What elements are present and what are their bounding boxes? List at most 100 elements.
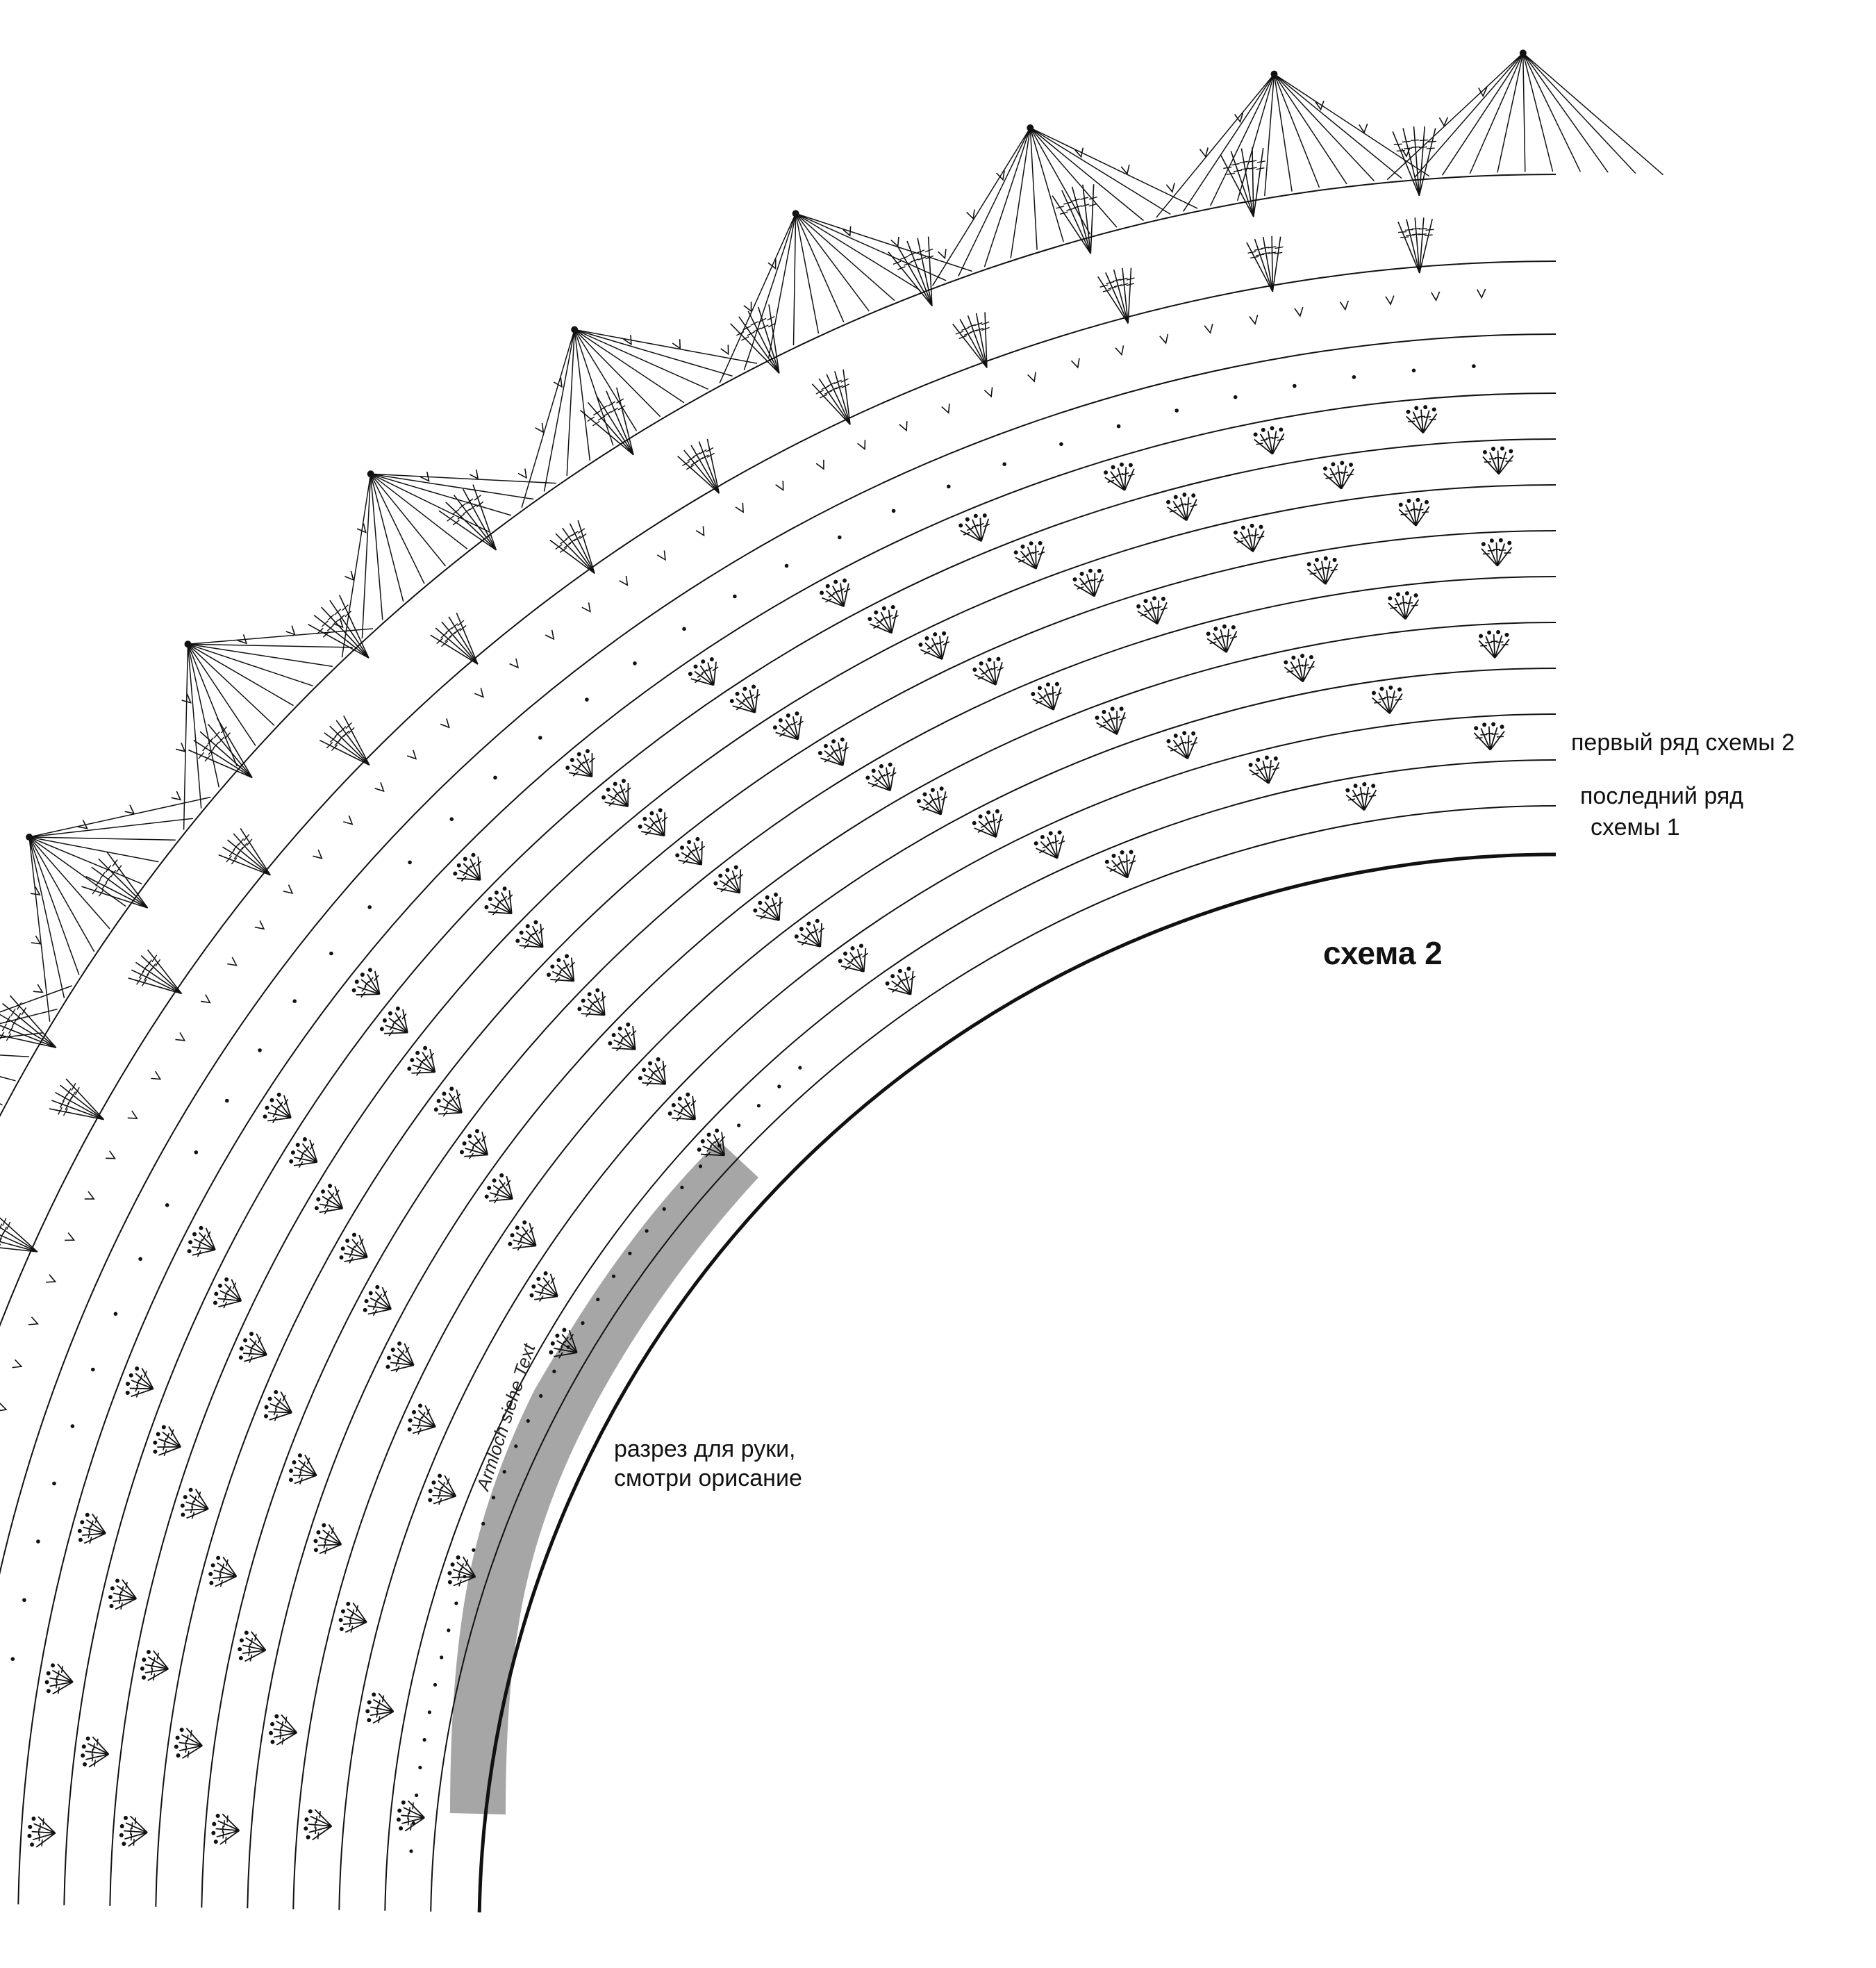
chain-dot [633, 661, 637, 665]
fan-motif-icon [238, 1630, 267, 1662]
chain-dot [433, 1682, 438, 1687]
single-crochet-icon [857, 440, 866, 451]
chain-dot [225, 1098, 229, 1103]
single-crochet-icon [12, 1359, 23, 1368]
single-crochet-icon [237, 634, 248, 645]
fan-motif-icon [1478, 630, 1510, 659]
treble-crochet-icon [1397, 217, 1434, 274]
chain-dot [596, 1298, 600, 1302]
fan-motif-icon [958, 513, 990, 542]
fan-motif-icon [363, 1284, 392, 1316]
fan-motif-icon [338, 1601, 367, 1633]
single-crochet-icon [842, 226, 852, 237]
diagram-title: схема 2 [1323, 935, 1443, 971]
fan-motif-icon [208, 1555, 238, 1587]
chain-dot [138, 1257, 142, 1262]
treble-crochet-icon [579, 387, 634, 456]
chain-dot [1352, 375, 1356, 379]
treble-crochet-icon [1392, 126, 1437, 197]
chain-dot [36, 1539, 40, 1544]
fan-motif-icon [119, 1815, 148, 1847]
scallop-icon [1386, 49, 1664, 181]
chain-dot [645, 1229, 649, 1233]
scallop-icon [341, 377, 563, 658]
single-crochet-icon [1431, 291, 1441, 302]
single-crochet-icon [78, 820, 88, 829]
single-crochet-icon [30, 886, 41, 896]
single-crochet-icon [285, 625, 296, 636]
chain-dot [1233, 395, 1238, 399]
scallop-icon [0, 886, 72, 1106]
treble-crochet-icon [49, 1078, 104, 1121]
scallop-icon [1156, 70, 1488, 218]
chain-dot [526, 1419, 530, 1423]
chain-dot [409, 1849, 413, 1853]
chain-dot [628, 1251, 632, 1255]
chain-dot [408, 860, 412, 865]
fan-motif-icon [314, 1184, 344, 1215]
single-crochet-icon [84, 1191, 95, 1200]
fan-motif-icon [638, 1057, 667, 1086]
fan-motif-icon [916, 786, 948, 816]
fan-motif-icon [459, 1129, 489, 1159]
chain-dot [680, 1185, 684, 1189]
chain-dot [1116, 424, 1121, 429]
chain-dot [427, 1710, 432, 1714]
chain-dot [491, 1496, 496, 1500]
fan-motif-icon [428, 1473, 457, 1505]
chain-dot [777, 1084, 781, 1089]
single-crochet-icon [333, 618, 344, 629]
armhole-label-line2: смотри орисание [614, 1465, 802, 1491]
treble-crochet-icon [218, 827, 271, 876]
fan-motif-icon [396, 1800, 425, 1832]
treble-crochet-icon [811, 369, 851, 425]
single-crochet-icon [890, 237, 899, 248]
fan-motif-icon [180, 1487, 209, 1519]
fan-motif-icon [263, 1092, 292, 1123]
chain-dot [329, 951, 333, 956]
chain-dot [165, 1203, 169, 1207]
fan-motif-icon [547, 954, 575, 983]
single-crochet-icon [31, 935, 42, 945]
fan-motif-icon [972, 809, 1004, 838]
single-crochet-icon [938, 249, 947, 260]
fan-motif-icon [508, 1220, 537, 1251]
single-crochet-icon [1478, 87, 1488, 97]
single-crochet-icon [1204, 323, 1213, 334]
chain-dot [52, 1481, 56, 1486]
treble-crochet-icon [1052, 184, 1097, 254]
single-crochet-icon [966, 209, 975, 220]
scallop-icon [26, 693, 211, 1022]
single-crochet-icon [1359, 123, 1368, 134]
fan-motif-icon [549, 1328, 578, 1359]
scallop-icon [931, 113, 1244, 286]
single-crochet-icon [313, 849, 323, 859]
single-crochet-icon [345, 570, 355, 581]
chain-dot [611, 1274, 616, 1278]
single-crochet-icon [672, 339, 681, 350]
chain-dot [552, 1369, 556, 1373]
single-crochet-icon [1115, 345, 1124, 356]
chain-dot [367, 905, 372, 909]
single-crochet-icon [1401, 147, 1411, 158]
fan-motif-icon [1481, 538, 1513, 567]
fan-motif-icon [385, 1341, 415, 1373]
fan-motif-icon [817, 737, 849, 766]
single-crochet-icon [0, 1403, 8, 1412]
round-line [17, 392, 1557, 1905]
fan-motif-icon [577, 988, 606, 1017]
single-crochet-icon [1027, 372, 1036, 383]
treble-crochet-icon [81, 851, 149, 909]
single-crochet-icon [374, 782, 385, 793]
fan-motif-icon [1072, 568, 1104, 597]
fan-motif-icon [289, 1137, 318, 1168]
fan-motif-icon [865, 762, 897, 791]
treble-crochet-icon [0, 1214, 38, 1252]
chain-dot [22, 1598, 26, 1603]
single-crochet-icon [440, 718, 450, 729]
treble-crochet-icon [549, 520, 595, 574]
fan-motif-icon [729, 684, 761, 713]
single-crochet-icon [656, 550, 666, 561]
chain-dot [481, 1521, 485, 1525]
chain-dot [411, 1821, 415, 1826]
